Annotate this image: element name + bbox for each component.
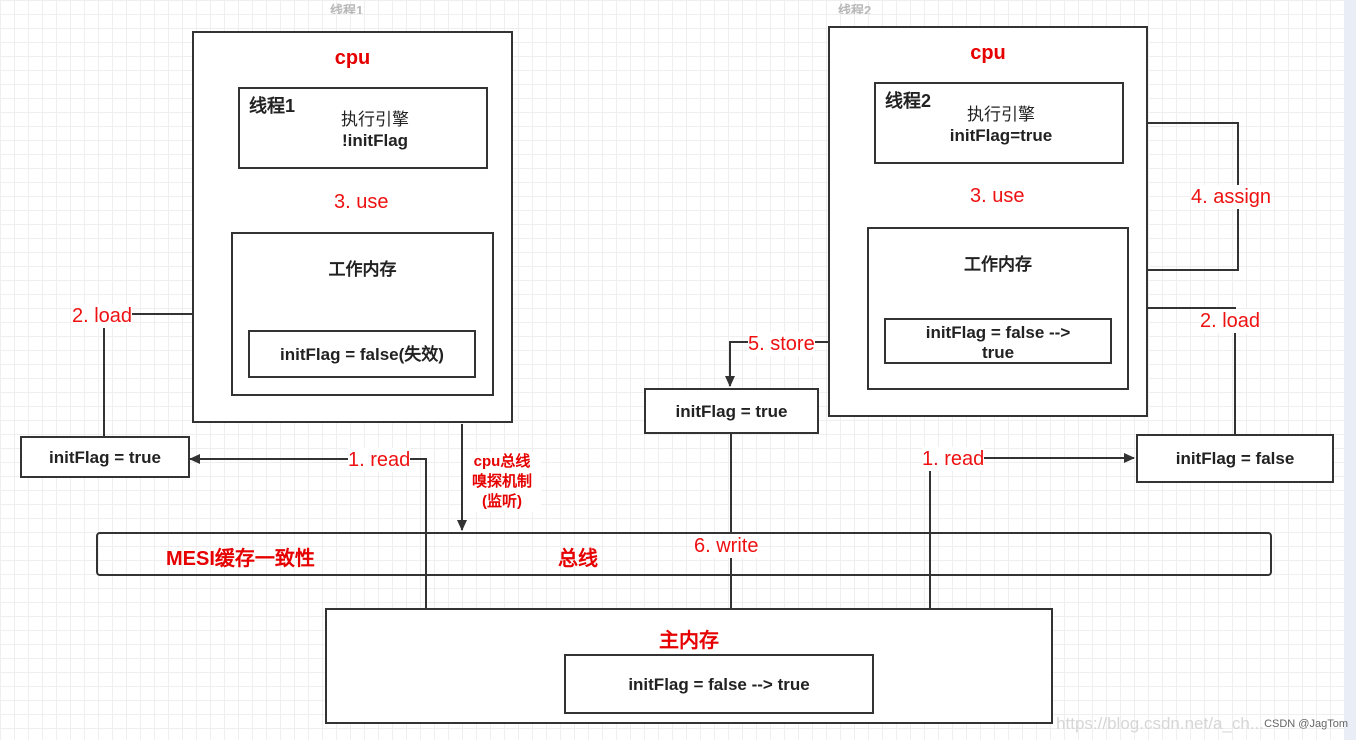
snoop-label: cpu总线 嗅探机制 (监听) [463, 452, 541, 512]
right-load-label: 2. load [1200, 309, 1261, 333]
main-memory-value: initFlag = false --> true [628, 674, 810, 694]
left-cpu-title: cpu [334, 47, 371, 69]
right-assign-label: 4. assign [1191, 185, 1272, 209]
left-load-label: 2. load [72, 304, 133, 328]
bus-bar [96, 532, 1272, 576]
left-engine-label: 执行引擎 [341, 110, 409, 129]
bg-thread1-text: 线程1 [330, 3, 364, 14]
right-thread-name: 线程2 [885, 91, 932, 111]
faint-url-watermark: https://blog.csdn.net/a_ch... [1056, 714, 1264, 733]
snoop-line3: (监听) [482, 493, 522, 510]
right-load-arrow [1131, 303, 1236, 434]
csdn-watermark: CSDN @JagTom [1264, 718, 1348, 730]
right-read-box: initFlag = false [1136, 434, 1334, 483]
right-work-memory-box: 工作内存 [867, 227, 1129, 390]
right-cpu-title: cpu [970, 42, 1006, 64]
left-engine-value: !initFlag [341, 131, 409, 150]
write-label: 6. write [694, 534, 759, 558]
left-thread-name: 线程1 [249, 96, 296, 116]
right-use-label: 3. use [970, 184, 1025, 208]
left-thread-box: 线程1 执行引擎 !initFlag [238, 87, 488, 169]
right-thread-box: 线程2 执行引擎 initFlag=true [874, 82, 1124, 164]
right-engine-label: 执行引擎 [967, 105, 1035, 124]
right-work-memory-value-line2: true [981, 343, 1015, 362]
main-memory-value-box: initFlag = false --> true [564, 654, 874, 714]
left-read-value: initFlag = true [49, 447, 161, 467]
left-work-memory-title: 工作内存 [328, 260, 397, 279]
left-work-memory-value-box: initFlag = false(失效) [248, 330, 476, 378]
snoop-line2: 嗅探机制 [471, 473, 532, 490]
store-box-value: initFlag = true [675, 401, 788, 421]
left-work-memory-value: initFlag = false(失效) [280, 344, 444, 364]
left-use-label: 3. use [334, 190, 389, 214]
main-memory-title: 主内存 [659, 630, 719, 652]
store-label: 5. store [748, 332, 815, 356]
store-box: initFlag = true [644, 388, 819, 434]
right-engine-value: initFlag=true [949, 126, 1053, 145]
bg-thread2-text: 线程2 [838, 3, 872, 14]
right-work-memory-value-box: initFlag = false --> true [884, 318, 1112, 364]
right-read-label: 1. read [922, 447, 985, 471]
left-read-label: 1. read [348, 448, 411, 472]
right-work-memory-title: 工作内存 [964, 255, 1032, 274]
bus-label: 总线 [558, 548, 598, 570]
mesi-label: MESI缓存一致性 [166, 548, 315, 570]
side-panel [1344, 0, 1356, 740]
right-read-value: initFlag = false [1175, 449, 1295, 468]
snoop-line1: cpu总线 [473, 453, 531, 470]
right-work-memory-value-line1: initFlag = false --> [925, 323, 1071, 342]
left-read-box: initFlag = true [20, 436, 190, 478]
left-read-arrow [189, 454, 427, 608]
